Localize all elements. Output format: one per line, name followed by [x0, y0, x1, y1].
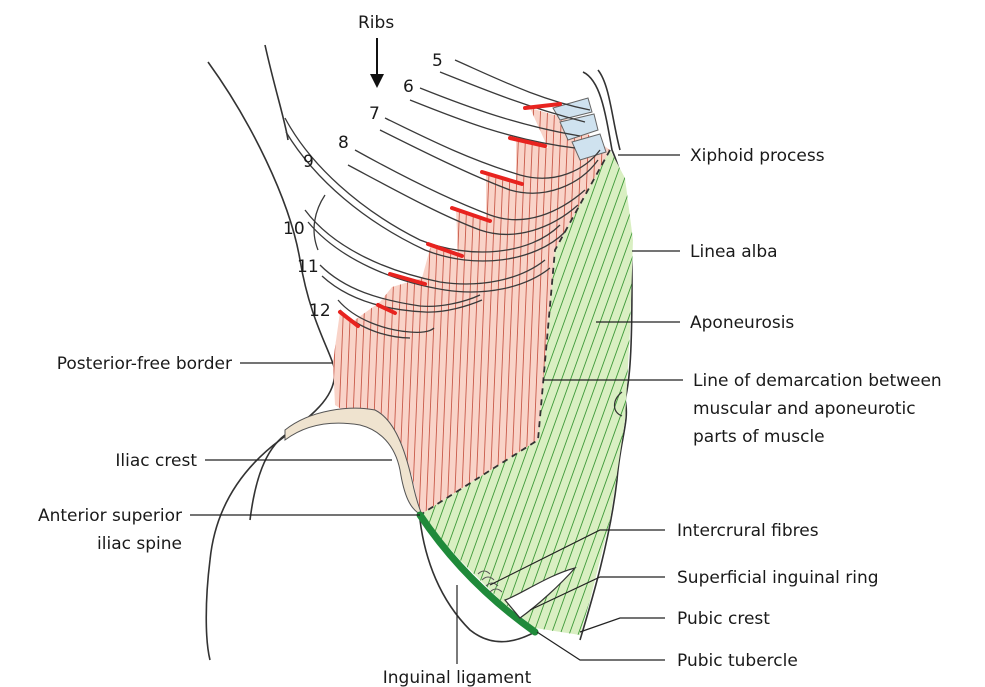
label-iliac-crest: Iliac crest: [115, 451, 197, 471]
trunk-contour-left: [265, 45, 288, 140]
label-superficial-inguinal-ring: Superficial inguinal ring: [677, 568, 879, 588]
rib-number-8: 8: [338, 133, 349, 153]
ribs-arrow-head: [370, 74, 384, 88]
label-linea-alba: Linea alba: [690, 242, 778, 262]
rib-number-5: 5: [432, 51, 443, 71]
rib-number-12: 12: [309, 301, 331, 321]
label-asis-line-1: Anterior superior: [38, 506, 182, 526]
rib-number-6: 6: [403, 77, 414, 97]
rib-number-9: 9: [303, 152, 314, 172]
label-demarcation-line-2: muscular and aponeurotic: [693, 399, 916, 419]
label-demarcation-line-1: Line of demarcation between: [693, 371, 942, 391]
pelvis-contour: [250, 435, 285, 520]
label-xiphoid-process: Xiphoid process: [690, 146, 825, 166]
label-pubic-tubercle: Pubic tubercle: [677, 651, 798, 671]
label-pubic-crest: Pubic crest: [677, 609, 770, 629]
label-demarcation-line-3: parts of muscle: [693, 427, 825, 447]
label-posterior-free-border: Posterior-free border: [57, 354, 232, 374]
label-intercrural-fibres: Intercrural fibres: [677, 521, 819, 541]
rib-number-10: 10: [283, 219, 305, 239]
label-asis-line-2: iliac spine: [97, 534, 182, 554]
leader-pubic-tubercle: [537, 632, 665, 660]
rib-number-7: 7: [369, 104, 380, 124]
ribs-heading: Ribs: [358, 13, 394, 33]
leader-pubic-crest: [580, 618, 665, 632]
label-inguinal-ligament: Inguinal ligament: [383, 668, 532, 687]
label-aponeurosis: Aponeurosis: [690, 313, 794, 333]
rib-number-11: 11: [297, 257, 319, 277]
